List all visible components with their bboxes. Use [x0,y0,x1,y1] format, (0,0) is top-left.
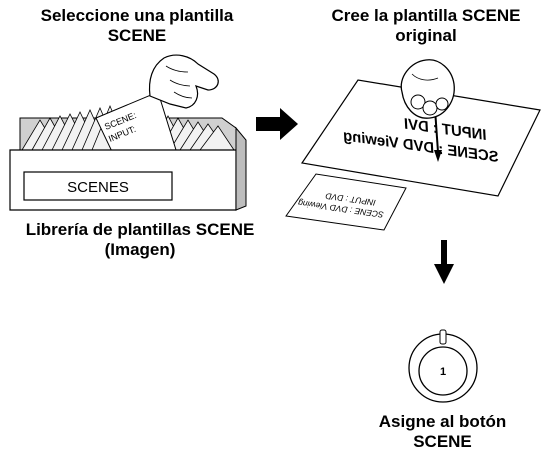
right-arrow-icon [256,108,298,140]
hand-pen-icon [400,59,455,162]
assign-button-caption: Asigne al botón SCENE [378,412,507,451]
large-scene-template: SCENE : DVD Viewing INPUT : DVI [300,79,541,197]
scene-button-number: 1 [440,366,446,378]
scene-card: SCENE: INPUT: [95,91,177,161]
scene-button: 1 [408,329,478,403]
down-arrow-icon [434,240,454,284]
create-template-caption: Cree la plantilla SCENE original [331,6,521,45]
library-caption: Librería de plantillas SCENE (Imagen) [25,220,255,259]
select-template-caption: Seleccione una plantilla SCENE [40,6,234,45]
small-scene-template: SCENE : DVD Viewing INPUT : DVD [285,173,407,231]
scenes-box-label: SCENES [67,179,129,196]
hand-icon [148,54,219,109]
scene-library-box: SCENE: INPUT: SCENES [9,54,247,211]
